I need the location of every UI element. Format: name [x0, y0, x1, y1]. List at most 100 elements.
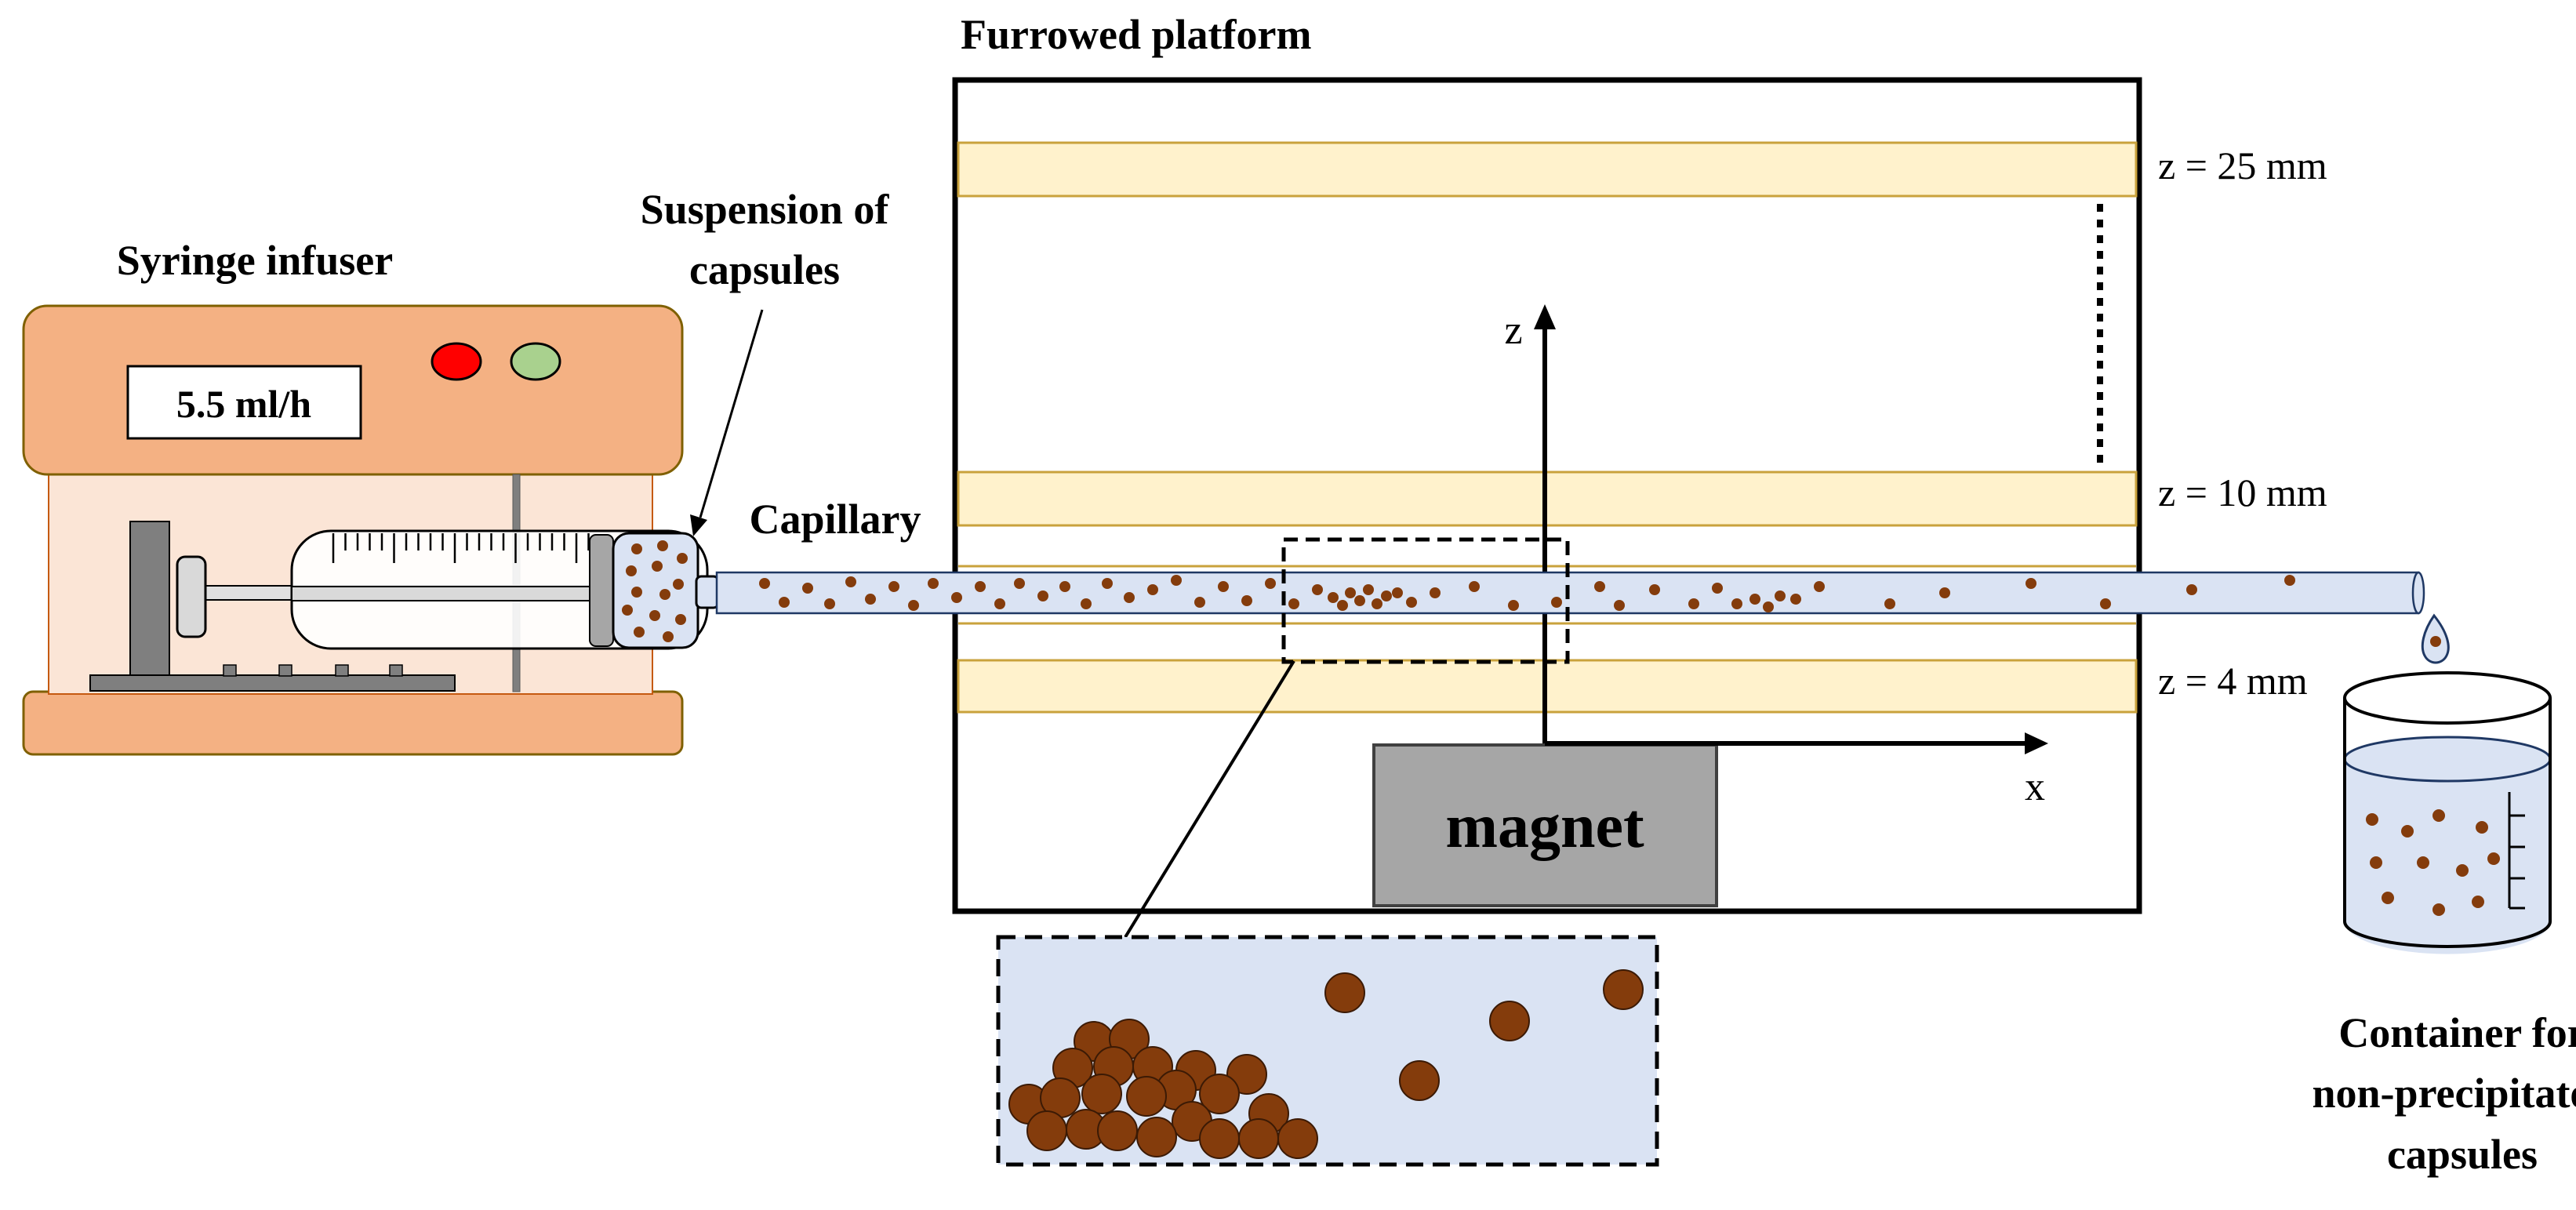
capsule: [663, 631, 674, 642]
container-label-line1: Container for: [2338, 1009, 2576, 1056]
capsule: [994, 598, 1005, 609]
capsule: [1199, 1074, 1240, 1114]
capsule: [1238, 1118, 1279, 1159]
z-25-label: z = 25 mm: [2158, 144, 2327, 187]
capsule: [1649, 584, 1660, 595]
capsule: [2026, 578, 2036, 589]
infuser-base: [22, 690, 684, 756]
capsule: [1884, 598, 1895, 609]
capsule: [1037, 590, 1048, 601]
infuser-rail: [89, 674, 456, 692]
capsule: [634, 627, 645, 638]
plunger-thumb: [176, 555, 207, 638]
capsule: [2476, 821, 2488, 834]
capsule: [1399, 1060, 1440, 1101]
capsule: [1265, 578, 1276, 589]
capsule: [657, 540, 668, 551]
capsule: [1594, 581, 1605, 592]
flow-rate-display: [126, 365, 362, 440]
capsule: [1763, 601, 1774, 612]
capsule: [1551, 597, 1562, 608]
capsule: [1406, 597, 1417, 608]
capsule: [888, 581, 899, 592]
capsule: [1775, 590, 1786, 601]
rail-tooth: [335, 664, 349, 677]
container-label-line2: non-precipitated: [2312, 1070, 2576, 1117]
capsule: [1218, 581, 1229, 592]
chamber-capsules: [622, 540, 688, 642]
capsule: [649, 610, 660, 621]
beaker-capsules: [2366, 809, 2500, 916]
capsule: [845, 576, 856, 587]
capsule: [1241, 595, 1252, 606]
capsule: [1381, 590, 1392, 601]
capillary-tube: [715, 571, 2425, 615]
suspension-label-line1: Suspension of: [641, 186, 890, 233]
capillary-outlet: [2411, 571, 2425, 615]
z-4-label: z = 4 mm: [2158, 659, 2308, 703]
pusher-block: [129, 521, 170, 676]
capsule: [1059, 581, 1070, 592]
beaker-rim: [2343, 671, 2552, 725]
rail-tooth: [278, 664, 292, 677]
capsule: [2417, 856, 2429, 869]
rail-tooth: [389, 664, 403, 677]
capsule: [1124, 592, 1135, 603]
capsule: [975, 581, 986, 592]
syringe-graduations: [332, 533, 590, 563]
capsule: [1688, 598, 1699, 609]
capsule: [1199, 1118, 1240, 1159]
capsule: [659, 589, 670, 600]
capsule: [1508, 600, 1519, 611]
plunger-rod-inner: [291, 586, 594, 601]
capsule: [2100, 598, 2111, 609]
capsule: [1102, 578, 1113, 589]
capsule: [1749, 594, 1760, 605]
beaker-icon: [2343, 671, 2552, 954]
furrow-z25: [957, 141, 2138, 198]
coordinate-axes: [1534, 304, 2048, 754]
plunger-head: [589, 534, 614, 647]
capsule: [1194, 597, 1205, 608]
z-10-label: z = 10 mm: [2158, 471, 2327, 514]
capsule: [1469, 581, 1480, 592]
z-axis-label: z: [1504, 308, 1522, 353]
capsule: [865, 594, 876, 605]
capsule: [1430, 587, 1441, 598]
syringe-icon: [176, 529, 720, 650]
capsule: [2432, 809, 2445, 822]
capsule: [928, 578, 939, 589]
capsule: [1147, 584, 1158, 595]
capsule: [1014, 578, 1025, 589]
capsule: [1171, 575, 1182, 586]
capillary-capsules: [759, 575, 2295, 612]
capsule: [1354, 595, 1365, 606]
capsule: [652, 561, 663, 572]
capsule: [2366, 813, 2378, 826]
capsule: [1814, 581, 1825, 592]
capsule: [908, 600, 919, 611]
flow-rate-value: 5.5 ml/h: [176, 382, 311, 426]
capsule: [1614, 600, 1625, 611]
capsule: [951, 592, 962, 603]
capsule: [2382, 892, 2394, 904]
capsule: [1136, 1117, 1177, 1157]
capsule: [2401, 825, 2414, 838]
capsule: [2284, 575, 2295, 586]
capsule: [1288, 598, 1299, 609]
capsule: [1081, 1074, 1122, 1114]
capsule: [1277, 1118, 1318, 1159]
capsule: [1126, 1076, 1167, 1117]
magnified-inset: [996, 935, 1659, 1167]
capsule: [2432, 903, 2445, 916]
droplet-icon: [2421, 613, 2450, 664]
capsule: [677, 553, 688, 564]
capsule: [759, 578, 770, 589]
capsule: [1081, 598, 1092, 609]
capsule: [1712, 583, 1723, 594]
capsule: [1312, 584, 1323, 595]
capsule: [1026, 1110, 1067, 1151]
syringe-nozzle: [695, 575, 720, 609]
zoom-region-box: [1281, 537, 1570, 664]
